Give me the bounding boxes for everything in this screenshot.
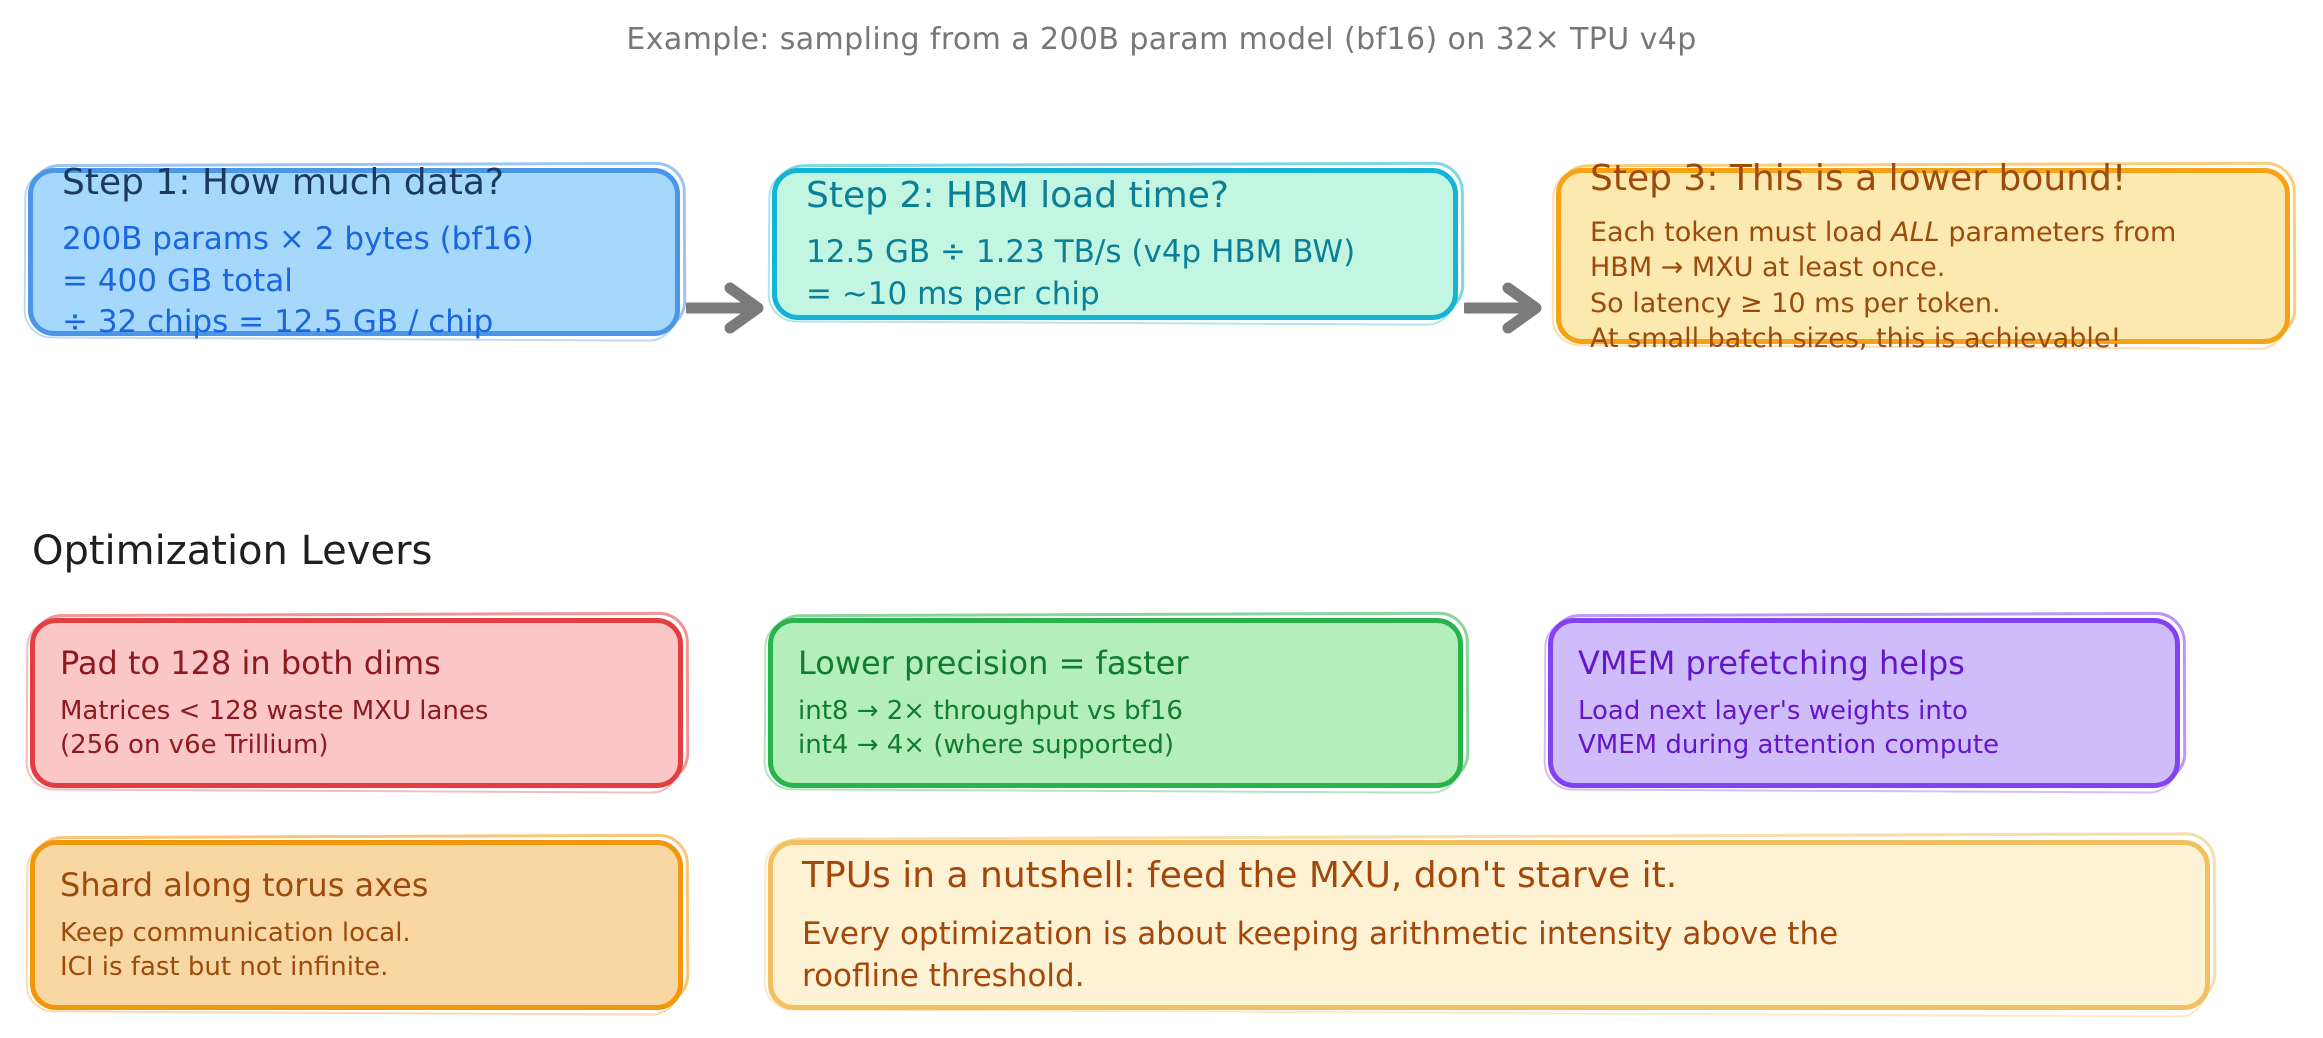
- step-3-card: Step 3: This is a lower bound! Each toke…: [1551, 158, 2297, 354]
- lever-shard-line-2: ICI is fast but not infinite.: [60, 952, 389, 982]
- lever-precision-title: Lower precision = faster: [798, 644, 1189, 683]
- step-2-line-2: = ~10 ms per chip: [806, 275, 1100, 312]
- step-1-line-1: 200B params × 2 bytes (bf16): [62, 221, 534, 258]
- emphasis-all: ALL: [1891, 217, 1940, 249]
- step-2-title: Step 2: HBM load time?: [806, 174, 1229, 216]
- step-3-line-3: So latency ≥ 10 ms per token.: [1590, 287, 2001, 319]
- lever-precision-card: Lower precision = faster int8 → 2× throu…: [763, 611, 1470, 794]
- step-2-line-1: 12.5 GB ÷ 1.23 TB/s (v4p HBM BW): [806, 233, 1356, 270]
- lever-vmem-line-1: Load next layer's weights into: [1578, 696, 1968, 727]
- lever-vmem-lines: Load next layer's weights into VMEM duri…: [1578, 695, 2150, 763]
- step-1-lines: 200B params × 2 bytes (bf16) = 400 GB to…: [62, 219, 646, 344]
- lever-pad-line-1: Matrices < 128 waste MXU lanes: [60, 696, 489, 727]
- step-3-line-1: Each token must load ALL parameters from: [1590, 217, 2177, 249]
- page-title: Example: sampling from a 200B param mode…: [626, 22, 1697, 57]
- step-1-line-3: ÷ 32 chips = 12.5 GB / chip: [62, 304, 494, 341]
- lever-precision-line-2: int4 → 4× (where supported): [798, 730, 1175, 760]
- summary-line-2: roofline threshold.: [802, 957, 1085, 994]
- section-heading: Optimization Levers: [32, 528, 433, 574]
- step-3-title: Step 3: This is a lower bound!: [1590, 158, 2127, 200]
- arrow-step1-to-step2: [686, 282, 764, 334]
- lever-pad-card: Pad to 128 in both dims Matrices < 128 w…: [25, 611, 690, 794]
- lever-shard-title: Shard along torus axes: [60, 866, 429, 905]
- lever-precision-line-1: int8 → 2× throughput vs bf16: [798, 696, 1183, 727]
- summary-card: TPUs in a nutshell: feed the MXU, don't …: [763, 832, 2217, 1018]
- lever-pad-line-2: (256 on v6e Trillium): [60, 730, 329, 760]
- summary-lines: Every optimization is about keeping arit…: [802, 914, 2176, 997]
- summary-line-1: Every optimization is about keeping arit…: [802, 915, 1839, 952]
- lever-pad-lines: Matrices < 128 waste MXU lanes (256 on v…: [60, 695, 653, 763]
- summary-title: TPUs in a nutshell: feed the MXU, don't …: [802, 854, 1678, 896]
- lever-vmem-card: VMEM prefetching helps Load next layer's…: [1543, 611, 2187, 794]
- step-3-lines: Each token must load ALL parameters from…: [1590, 215, 2256, 355]
- lever-shard-card: Shard along torus axes Keep communicatio…: [25, 833, 690, 1016]
- step-2-lines: 12.5 GB ÷ 1.23 TB/s (v4p HBM BW) = ~10 m…: [806, 232, 1424, 315]
- step-3-line-4: At small batch sizes, this is achievable…: [1590, 322, 2122, 354]
- step-2-card: Step 2: HBM load time? 12.5 GB ÷ 1.23 TB…: [767, 161, 1465, 326]
- step-1-title: Step 1: How much data?: [62, 162, 505, 204]
- step-1-card: Step 1: How much data? 200B params × 2 b…: [23, 161, 687, 342]
- lever-vmem-title: VMEM prefetching helps: [1578, 644, 1965, 683]
- lever-shard-lines: Keep communication local. ICI is fast bu…: [60, 917, 653, 985]
- step-3-line-2: HBM → MXU at least once.: [1590, 252, 1946, 284]
- step-1-line-2: = 400 GB total: [62, 262, 293, 299]
- lever-vmem-line-2: VMEM during attention compute: [1578, 730, 2000, 760]
- lever-precision-lines: int8 → 2× throughput vs bf16 int4 → 4× (…: [798, 695, 1433, 763]
- arrow-step2-to-step3: [1464, 282, 1542, 334]
- lever-pad-title: Pad to 128 in both dims: [60, 644, 441, 683]
- lever-shard-line-1: Keep communication local.: [60, 918, 411, 949]
